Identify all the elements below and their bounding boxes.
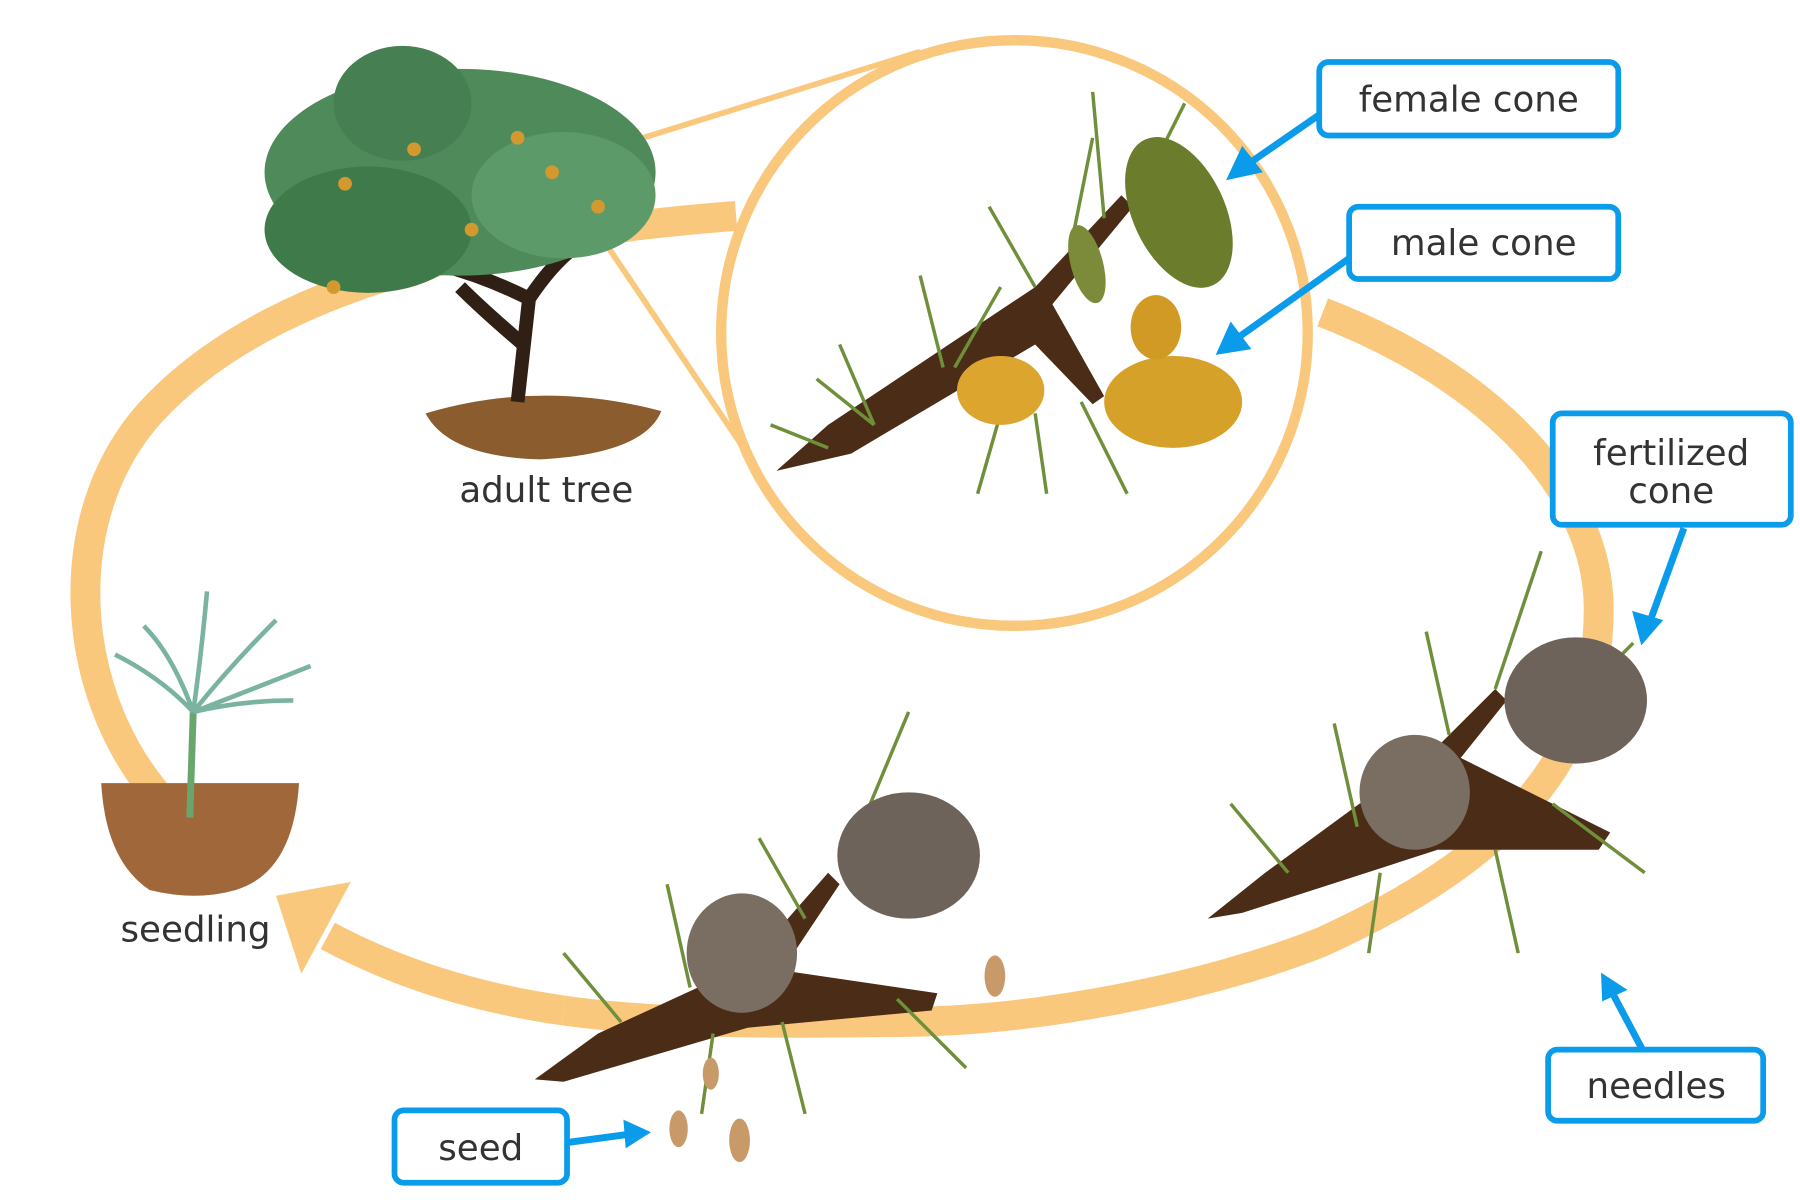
branch-with-cones-illustration [769,91,1243,495]
svg-text:male cone: male cone [1391,223,1577,264]
seeds [669,955,1006,1163]
svg-text:needles: needles [1587,1066,1726,1107]
svg-text:fertilized: fertilized [1593,433,1749,474]
seedling-illustration [101,591,312,896]
svg-text:female cone: female cone [1359,79,1579,120]
callout-male-cone: male cone [1215,203,1622,355]
seed-branch-illustration [534,711,1006,1163]
callout-female-cone: female cone [1226,59,1622,181]
female-cone [1125,137,1233,288]
callout-seed: seed [391,1107,651,1186]
seedling-label: seedling [120,910,270,951]
cycle-arrow-lower [320,922,566,1026]
callout-fertilized-cone: fertilized cone [1549,410,1794,646]
cycle-arrow-upper [70,201,738,802]
svg-text:cone: cone [1628,471,1714,512]
adult-tree-label: adult tree [459,470,633,511]
male-cone [1104,355,1243,448]
cycle-arrowhead [276,881,351,974]
svg-text:seed: seed [438,1128,523,1169]
callout-needles: needles [1545,972,1767,1124]
adult-tree-illustration [264,45,662,460]
fertilized-cone-branch-illustration [1207,550,1648,954]
